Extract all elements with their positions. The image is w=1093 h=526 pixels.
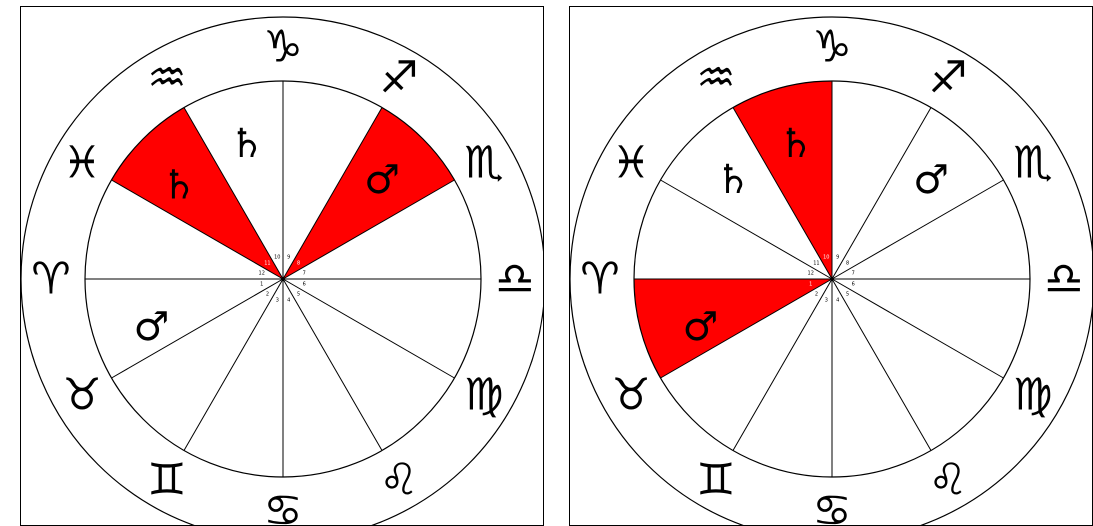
house-cusp-line bbox=[660, 278, 833, 379]
taurus-sign-icon: ♉ bbox=[611, 370, 650, 421]
gemini-sign-icon: ♊ bbox=[147, 454, 186, 505]
house-number: 8 bbox=[297, 260, 300, 266]
libra-sign-icon: ♎ bbox=[495, 254, 534, 305]
mars-icon: ♂ bbox=[134, 304, 170, 350]
house-number: 1 bbox=[809, 282, 812, 288]
house-cusp-line bbox=[660, 179, 833, 280]
house-number: 2 bbox=[815, 292, 818, 298]
leo-sign-icon: ♌ bbox=[379, 454, 418, 505]
highlighted-house-sector bbox=[634, 279, 832, 378]
house-number: 5 bbox=[846, 292, 849, 298]
mars-icon: ♂ bbox=[364, 157, 400, 203]
highlighted-house-sector bbox=[111, 107, 283, 279]
gemini-sign-icon: ♊ bbox=[696, 454, 735, 505]
house-number: 6 bbox=[303, 282, 306, 288]
house-cusp-line bbox=[732, 107, 833, 280]
house-cusp-line bbox=[111, 278, 284, 379]
sagittarius-sign-icon: ♐ bbox=[928, 53, 967, 104]
house-cusp-line bbox=[183, 278, 284, 451]
house-number: 9 bbox=[836, 255, 839, 261]
house-number: 9 bbox=[287, 255, 290, 261]
house-number: 7 bbox=[852, 270, 855, 276]
house-number: 6 bbox=[852, 282, 855, 288]
mars-icon: ♂ bbox=[913, 157, 949, 203]
aquarius-sign-icon: ♒ bbox=[696, 53, 735, 104]
house-cusp-line bbox=[831, 179, 1004, 280]
house-cusp-line bbox=[183, 107, 284, 280]
scorpio-sign-icon: ♏ bbox=[464, 138, 503, 189]
virgo-sign-icon: ♍ bbox=[464, 370, 503, 421]
pisces-sign-icon: ♓ bbox=[62, 138, 101, 189]
house-number: 12 bbox=[259, 270, 265, 276]
taurus-sign-icon: ♉ bbox=[62, 370, 101, 421]
aries-sign-icon: ♈ bbox=[580, 254, 619, 305]
house-number: 7 bbox=[303, 270, 306, 276]
house-number: 1 bbox=[260, 282, 263, 288]
house-number: 12 bbox=[808, 270, 814, 276]
house-number: 3 bbox=[825, 297, 828, 303]
house-number: 5 bbox=[297, 292, 300, 298]
mars-icon: ♂ bbox=[683, 304, 719, 350]
house-number: 4 bbox=[836, 297, 839, 303]
cancer-sign-icon: ♋ bbox=[812, 486, 851, 526]
house-number: 10 bbox=[274, 255, 280, 261]
sagittarius-sign-icon: ♐ bbox=[379, 53, 418, 104]
house-cusp-line bbox=[282, 278, 383, 451]
leo-sign-icon: ♌ bbox=[928, 454, 967, 505]
highlighted-house-sector bbox=[733, 81, 832, 279]
house-cusp-line bbox=[282, 278, 455, 379]
saturn-icon: ♄ bbox=[229, 121, 265, 167]
house-number: 4 bbox=[287, 297, 290, 303]
capricorn-sign-icon: ♑ bbox=[812, 22, 851, 73]
house-cusp-line bbox=[831, 278, 932, 451]
saturn-icon: ♄ bbox=[715, 157, 751, 203]
house-number: 10 bbox=[823, 255, 829, 261]
house-number: 8 bbox=[846, 260, 849, 266]
house-cusp-line bbox=[282, 179, 455, 280]
libra-sign-icon: ♎ bbox=[1044, 254, 1083, 305]
cancer-sign-icon: ♋ bbox=[263, 486, 302, 526]
saturn-icon: ♄ bbox=[161, 162, 197, 208]
saturn-icon: ♄ bbox=[778, 121, 814, 167]
aries-sign-icon: ♈ bbox=[31, 254, 70, 305]
house-number: 2 bbox=[266, 292, 269, 298]
house-number: 11 bbox=[813, 260, 819, 266]
scorpio-sign-icon: ♏ bbox=[1013, 138, 1052, 189]
capricorn-sign-icon: ♑ bbox=[263, 22, 302, 73]
house-cusp-line bbox=[282, 107, 383, 280]
virgo-sign-icon: ♍ bbox=[1013, 370, 1052, 421]
highlighted-house-sector bbox=[283, 107, 455, 279]
house-cusp-line bbox=[831, 107, 932, 280]
pisces-sign-icon: ♓ bbox=[611, 138, 650, 189]
house-cusp-line bbox=[831, 278, 1004, 379]
aquarius-sign-icon: ♒ bbox=[147, 53, 186, 104]
house-cusp-line bbox=[732, 278, 833, 451]
house-cusp-line bbox=[111, 179, 284, 280]
house-number: 11 bbox=[264, 260, 270, 266]
house-number: 3 bbox=[276, 297, 279, 303]
